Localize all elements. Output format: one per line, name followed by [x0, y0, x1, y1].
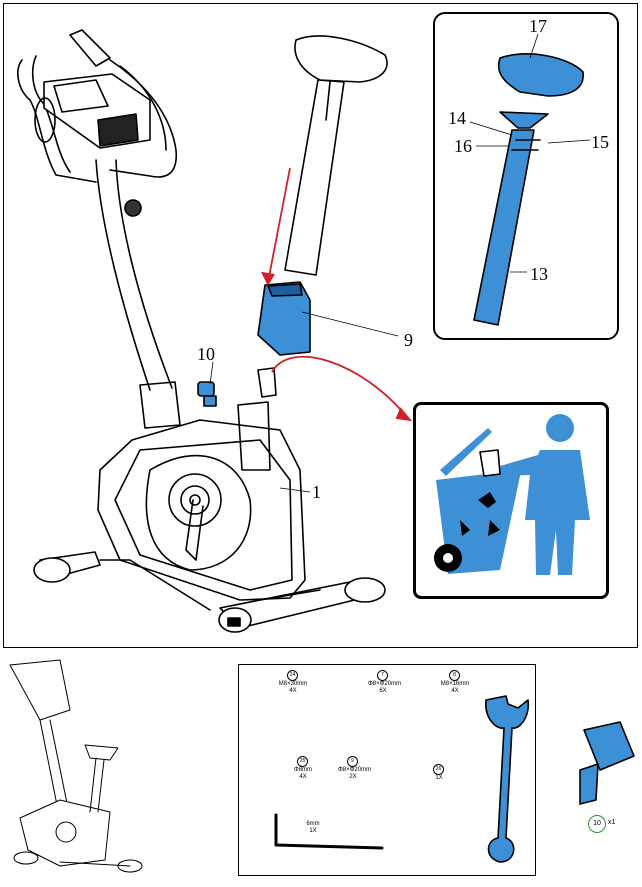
label-nut-15: 15	[591, 132, 609, 152]
part-number-circle: 24	[287, 670, 298, 681]
part-number-circle: 26	[433, 764, 444, 775]
knob-part-qty: x1	[608, 819, 616, 826]
knob-part-number: 10	[588, 815, 606, 833]
label-bolt-14: 14	[448, 108, 466, 128]
part-size: Φ8mm	[293, 767, 313, 773]
seat-post-exploded	[284, 35, 388, 276]
part-qty: 2X	[349, 774, 357, 780]
small-bike-illustration	[9, 659, 143, 873]
part-qty: 6X	[379, 688, 387, 694]
arrow-to-recycle	[271, 356, 409, 419]
label-washer-16: 16	[454, 136, 472, 156]
seat-detail	[497, 53, 584, 97]
allen-key-qty: 1X	[309, 828, 317, 834]
label-seat-17: 17	[529, 16, 547, 36]
bike-illustration	[17, 29, 386, 633]
seat-detail-frame	[433, 12, 619, 340]
wrench	[485, 695, 530, 863]
knob-large	[579, 721, 635, 805]
label-knob-10: 10	[197, 344, 215, 364]
part-size: Φ8×Φ20mm	[338, 767, 372, 773]
part-number-circle: 7	[377, 670, 388, 681]
part-number-circle: 9	[347, 756, 358, 767]
part-qty: 4X	[289, 688, 297, 694]
label-cover-9: 9	[404, 330, 413, 350]
label-post-13: 13	[530, 264, 548, 284]
part-qty: 1X	[435, 775, 443, 781]
main-assembly-frame	[3, 3, 638, 648]
part-qty: 4X	[299, 774, 307, 780]
hardware-bag-frame	[238, 664, 536, 876]
recycle-panel-frame	[413, 402, 609, 599]
part-number-circle: 8	[449, 670, 460, 681]
part-qty: 4X	[451, 688, 459, 694]
seat-post-detail	[499, 111, 549, 129]
arrow-post-down	[267, 167, 291, 283]
cover-part	[257, 281, 311, 356]
part-number-circle: 25	[297, 756, 308, 767]
knob-small	[197, 381, 217, 407]
allen-key	[274, 813, 384, 850]
recycle-illustration	[434, 414, 590, 575]
label-frame-1: 1	[312, 482, 321, 502]
part-size: M8×16mm	[440, 681, 470, 687]
allen-key-size: 6mm	[306, 821, 320, 827]
part-size: M8×30mm	[278, 681, 308, 687]
part-size: Φ8×Φ20mm	[368, 681, 402, 687]
